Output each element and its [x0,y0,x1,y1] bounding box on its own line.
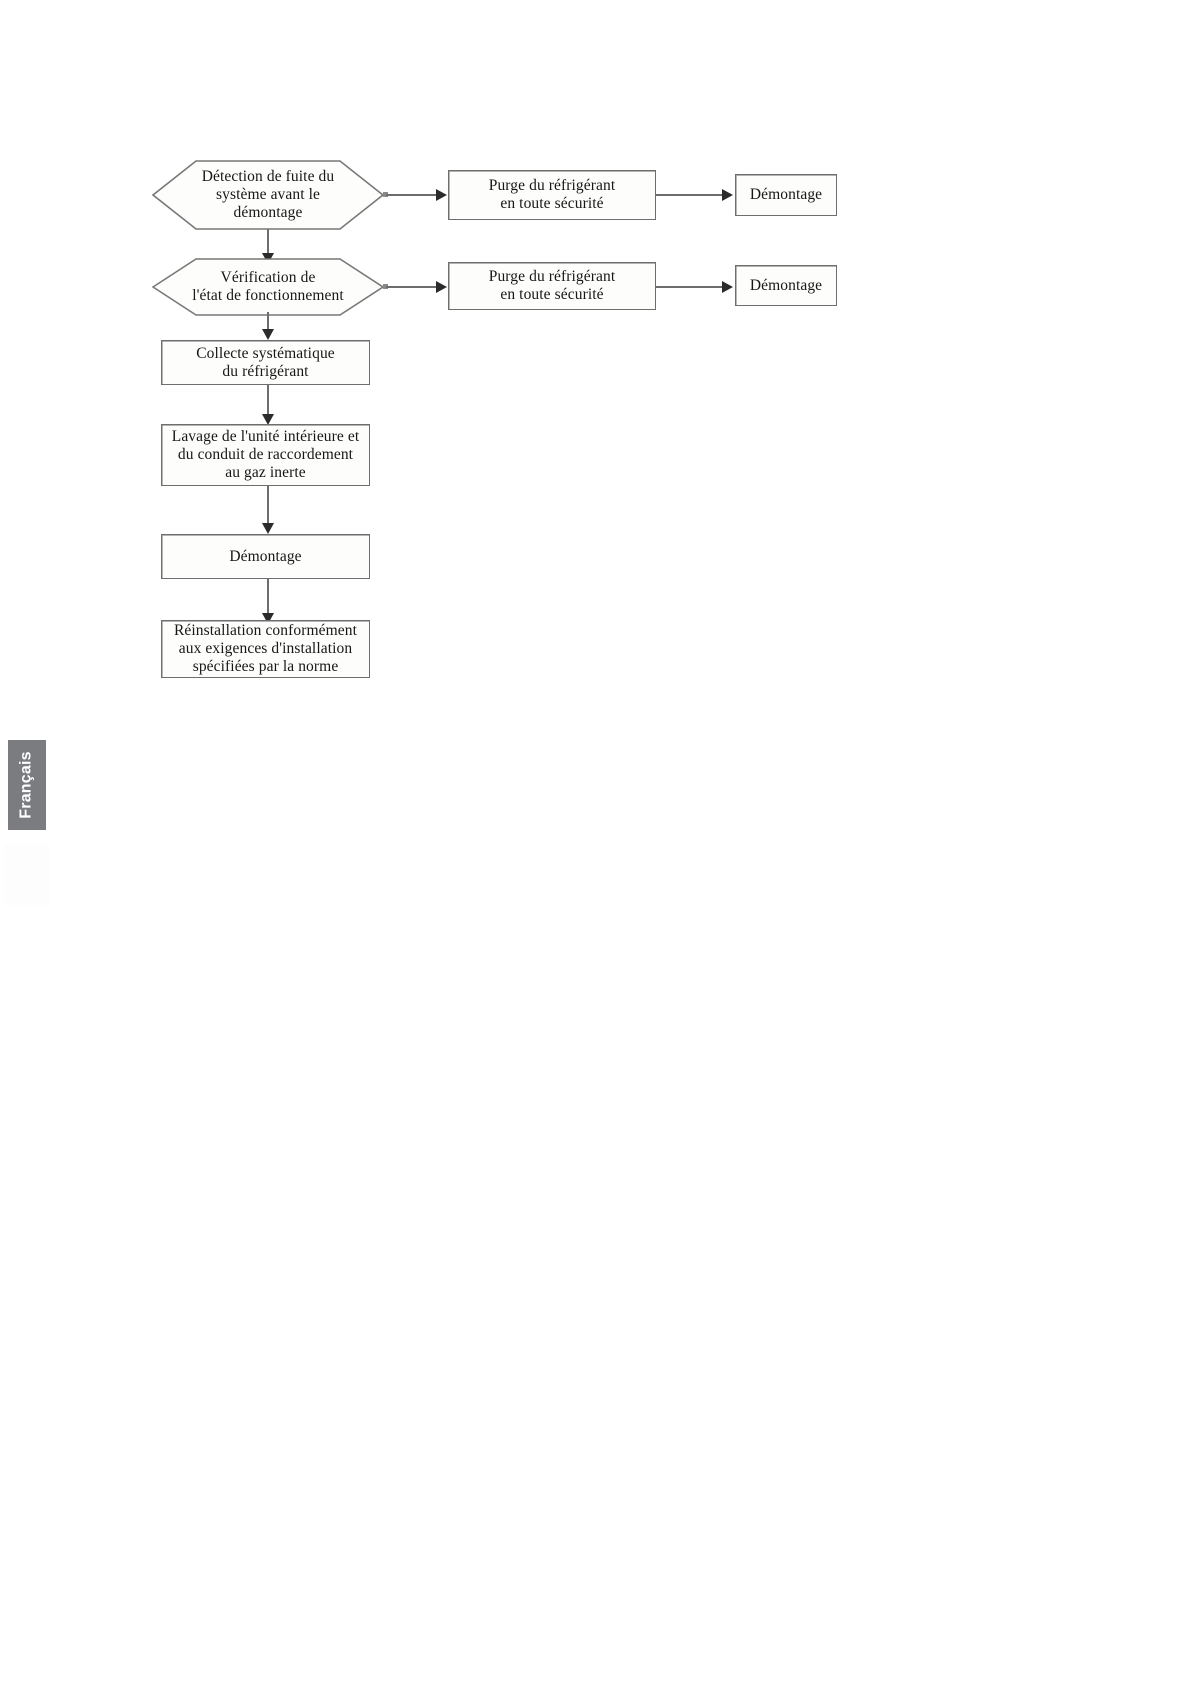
arrowhead-icon [722,189,733,201]
flow-node-label: Purge du réfrigérant en toute sécurité [488,268,616,303]
flow-node-refrigerant-collection: Collecte systématique du réfrigérant [161,340,370,385]
flow-node-label: Lavage de l'unité intérieure et du condu… [171,428,360,481]
arrowhead-icon [436,189,447,201]
flow-node-purge-1: Purge du réfrigérant en toute sécurité [448,170,656,220]
flow-node-dismantle-2: Démontage [735,265,837,306]
edge-joint [383,192,388,197]
flow-node-inert-gas-wash: Lavage de l'unité intérieure et du condu… [161,424,370,486]
flow-node-label: Vérification de l'état de fonctionnement [192,269,344,304]
flow-node-dismantle-1: Démontage [735,174,837,216]
arrowhead-icon [722,281,733,293]
arrowhead-icon [262,414,274,425]
page-artifact [4,845,49,905]
edge-leak-to-purge [386,194,438,196]
flow-node-label: Démontage [749,186,823,204]
hexagon-shape-icon [152,160,384,230]
flow-node-purge-2: Purge du réfrigérant en toute sécurité [448,262,656,310]
hexagon-shape-icon [152,258,384,316]
edge-check-to-collect [267,312,269,335]
arrowhead-icon [262,329,274,340]
flow-node-reinstallation: Réinstallation conformément aux exigence… [161,620,370,678]
flow-node-label: Purge du réfrigérant en toute sécurité [488,177,616,212]
edge-purge-to-dismantle-2 [656,286,723,288]
arrowhead-icon [436,281,447,293]
arrowhead-icon [262,523,274,534]
flow-node-label: Démontage [229,547,302,565]
edge-leak-to-verification [267,229,269,258]
flow-node-label: Démontage [749,276,823,294]
arrowhead-icon [262,613,274,624]
flow-node-dismantle-main: Démontage [161,534,370,579]
flow-node-operation-check: Vérification de l'état de fonctionnement [152,258,384,316]
language-tab-francais[interactable]: Français [8,740,46,830]
edge-wash-to-dismantle [267,486,269,527]
edge-dismantle-to-reinstall [267,579,269,617]
edge-check-to-purge [386,286,438,288]
flow-node-leak-detection: Détection de fuite du système avant le d… [152,160,384,230]
edge-collect-to-wash [267,385,269,418]
flow-node-label: Détection de fuite du système avant le d… [201,168,335,221]
edge-purge-to-dismantle-1 [656,194,723,196]
language-tab-label: Français [18,751,36,819]
flow-node-label: Collecte systématique du réfrigérant [196,344,335,380]
flowchart-diagram: Détection de fuite du système avant le d… [0,0,1190,760]
edge-joint [383,284,388,289]
flow-node-label: Réinstallation conformément aux exigence… [173,622,358,675]
